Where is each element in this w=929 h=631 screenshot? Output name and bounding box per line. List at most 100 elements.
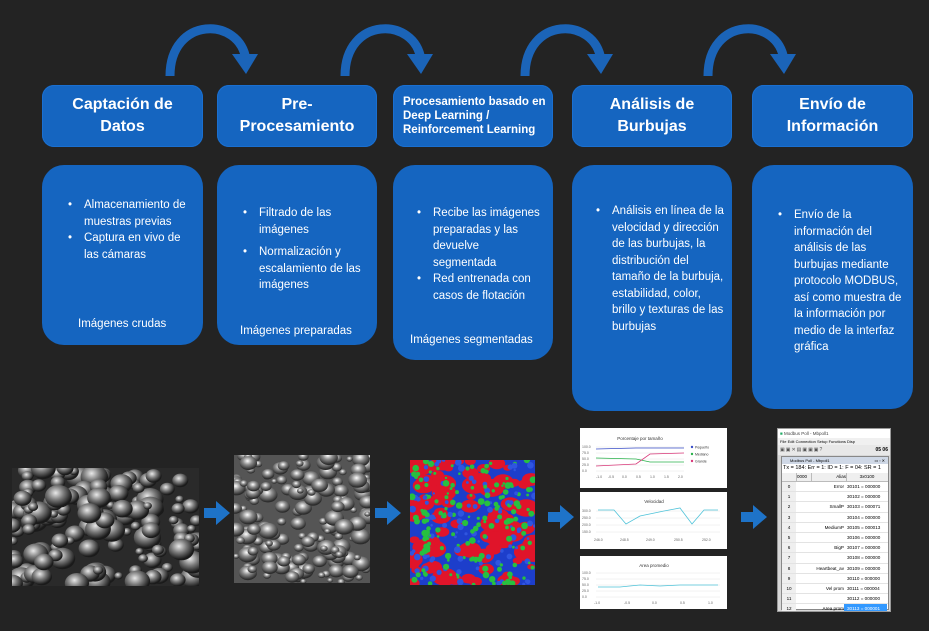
row-value: 30105 = 000013 [847,524,881,530]
inner-window: Modbus Poll - Mbpoll1 ▭▫✕ Tx = 184: Err … [781,456,889,612]
row-index: 7 [782,553,796,563]
series-line-velocidad [598,507,718,525]
app-icon: ■ [780,431,783,436]
x-tick: 1.0 [650,475,655,479]
toolbar-function-codes[interactable]: 05 06 [875,447,888,453]
row-index: 5 [782,532,796,543]
chart-size-percentage: Porcentaje por tamaño 100.0 75.0 50.0 25… [580,428,727,488]
row-alias: Error [833,484,844,489]
menu-functions[interactable]: Functions [828,439,846,444]
x-tick: 0.0 [652,601,657,605]
table-row[interactable]: 9 30110 = 000000 [782,573,888,584]
row-index: 0 [782,482,796,492]
header-line: Datos [100,118,145,135]
y-tick: 250.0 [582,516,591,520]
menu-display[interactable]: Disp [847,439,856,444]
row-alias: SmallP [829,504,844,510]
chart-velocity: Velocidad 300.0 250.0 200.0 150.0 246.0 … [580,492,727,549]
y-tick: 300.0 [582,509,591,513]
row-index: 9 [782,573,796,583]
col-0000: 0000 [796,473,811,481]
stage-body-preprocesamiento: Filtrado de las imágenes Normalización y… [217,165,377,345]
curved-arrow-icon [165,24,258,77]
x-tick: -0.5 [624,601,630,605]
row-alias: Heartbeat_av [816,565,844,571]
y-tick: 50.0 [582,583,589,587]
x-tick: 1.0 [708,601,713,605]
table-row[interactable]: 7 30108 = 000000 [782,553,888,564]
row-index: 1 [782,492,796,502]
row-value: 30111 = 000004 [847,585,880,591]
menu-connection[interactable]: Connection [795,439,816,444]
row-value: 30112 = 000000 [847,596,880,602]
row-index: 2 [782,502,796,512]
toolbar-icons[interactable]: ▣▣✕▤▣▣▣? [780,447,824,453]
arrow-right-icon [375,501,401,525]
row-alias: MediumP [824,524,844,530]
arrow-right-icon [548,505,574,529]
x-tick: 0.5 [680,601,685,605]
y-tick: 100.0 [582,571,591,575]
chart-title: Area promedio [639,563,669,568]
y-tick: 150.0 [582,530,591,534]
window-title: Modbus Poll - Mbpoll1 [783,431,829,436]
row-alias: Area prom [822,606,844,612]
header-line: Procesamiento basado en [403,96,546,108]
series-line-pequeno [595,447,684,450]
row-index: 6 [782,543,796,553]
y-tick: 100.0 [582,445,591,449]
menu-setup[interactable]: Setup [816,439,828,444]
series-line-area [598,584,718,588]
bullet-item: Envío de la información del análisis de … [778,207,903,356]
row-index: 8 [782,563,796,573]
raw-bubbles-image [12,468,199,586]
row-value: 30102 = 000000 [847,494,881,500]
stage-body-analisis: Análisis en línea de la velocidad y dire… [572,165,732,411]
header-line: Envío de [799,96,866,113]
header-line: Reinforcement Learning [403,124,536,136]
row-value: 30108 = 000000 [847,555,881,561]
curved-arrow-icon [340,24,433,77]
table-row[interactable]: 1 30102 = 000000 [782,492,888,503]
menu-file[interactable]: File [780,439,787,444]
stage-footer: Imágenes crudas [78,318,167,330]
row-value: 30110 = 000000 [847,575,880,581]
menu-bar: File Edit Connection Setup Functions Dis… [778,438,890,445]
header-line: Procesamiento [239,118,355,135]
legend-entry: Mediano [695,453,708,457]
bullet-item: Captura en vivo de las cámaras [68,230,195,263]
stage-body-captacion: Almacenamiento de muestras previas Captu… [42,165,203,345]
row-value: 30103 = 000071 [847,504,881,510]
row-value: 30104 = 000000 [847,514,881,520]
y-tick: 50.0 [582,457,589,461]
row-value: 30106 = 000000 [847,534,881,540]
series-line-grande [595,452,685,467]
bullet-item: Recibe las imágenes preparadas y las dev… [417,205,541,271]
table-row[interactable]: 5 30106 = 000000 [782,532,888,544]
row-value: 30107 = 000000 [847,545,881,551]
window-controls[interactable]: ▭▫✕ [874,458,886,463]
bullet-item: Red entrenada con casos de flotación [417,271,541,304]
x-tick: 0.0 [622,475,627,479]
x-tick: 0.5 [636,475,641,479]
series-line-mediano [595,457,684,463]
legend-entry: Pequeño [695,446,709,450]
y-tick: 75.0 [582,577,589,581]
preprocessed-image [234,455,370,583]
col-address: 3x0100 [846,473,887,481]
modbus-poll-window: ■ Modbus Poll - Mbpoll1 File Edit Connec… [777,428,891,612]
stage-header-preprocesamiento: Pre-Procesamiento [217,85,377,147]
menu-edit[interactable]: Edit [787,439,795,444]
